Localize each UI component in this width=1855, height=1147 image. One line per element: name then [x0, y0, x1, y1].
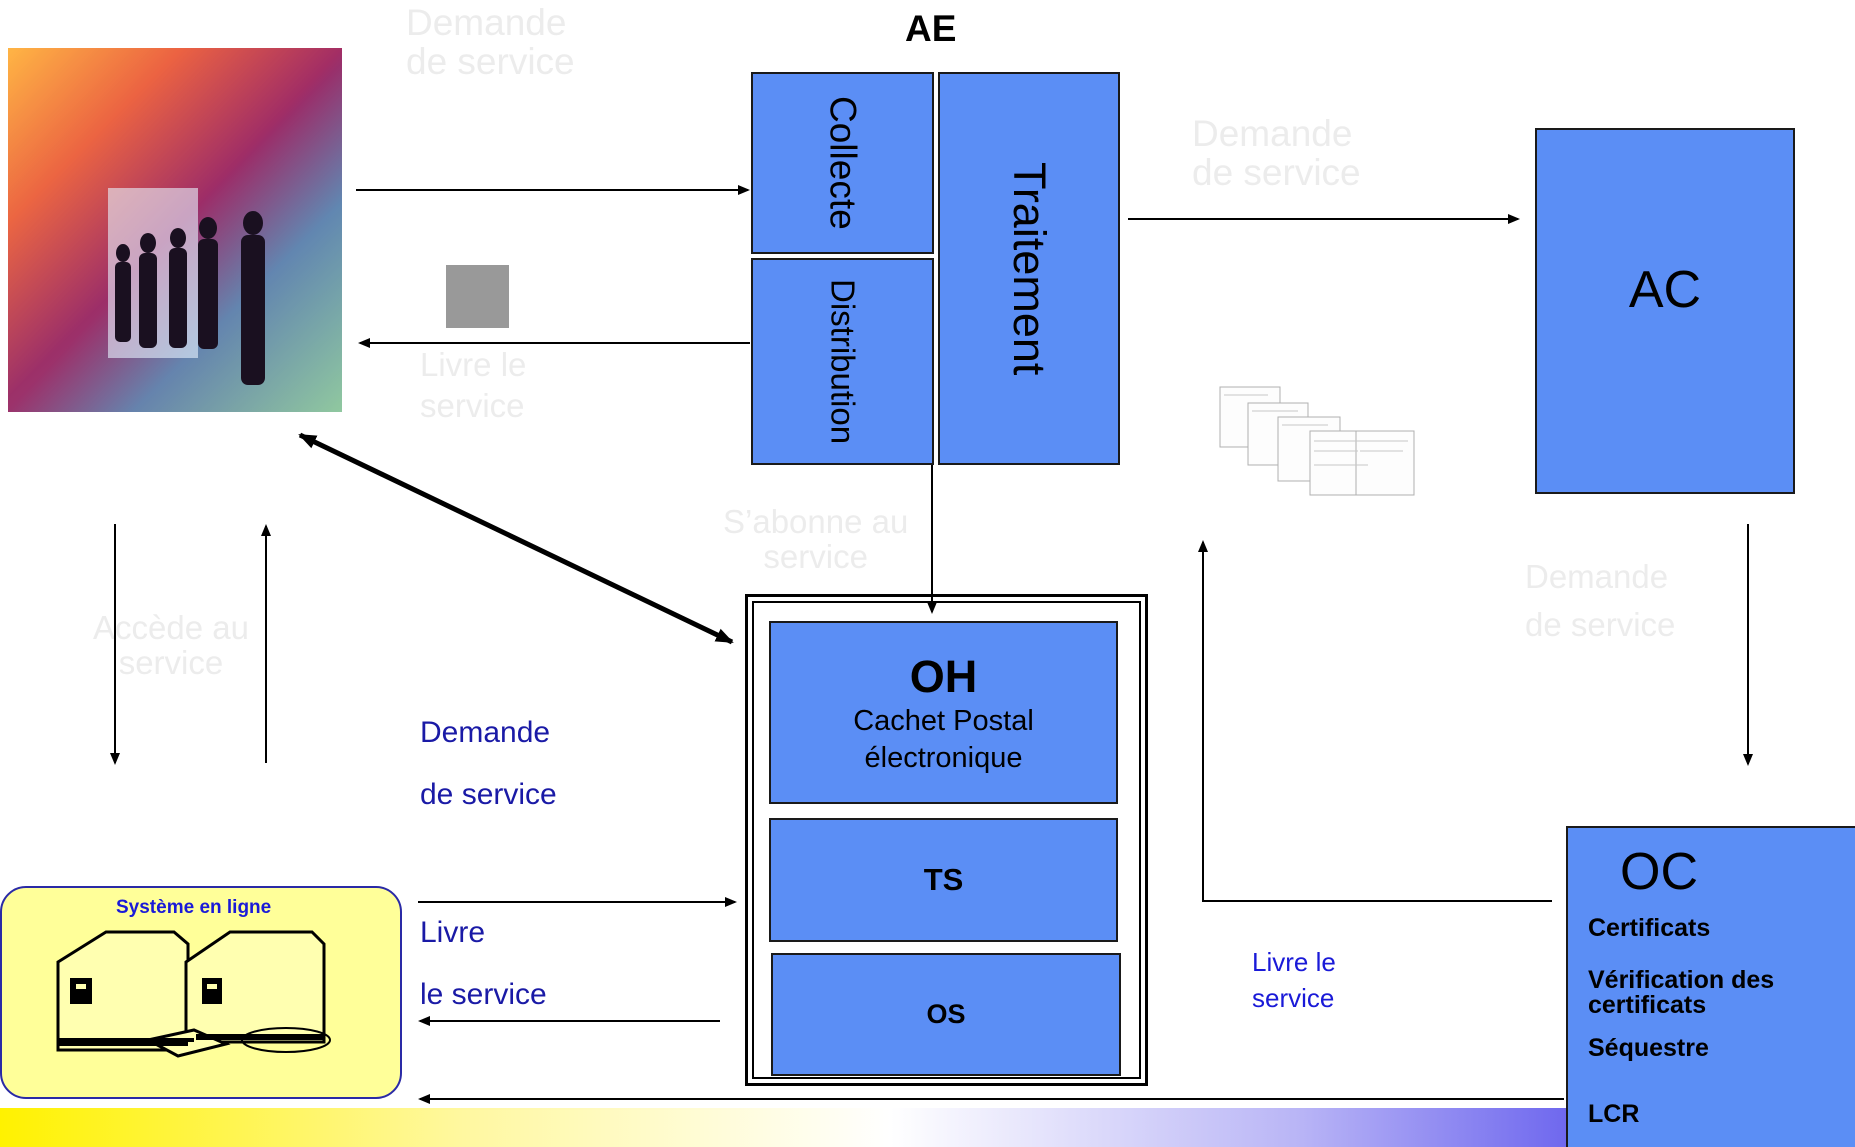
oc-item-lcr: LCR	[1588, 1100, 1640, 1128]
oh-subtitle-1: Cachet Postal	[853, 705, 1034, 737]
ghost-label-top-request: Demande de service	[406, 2, 575, 82]
traitement-label: Traitement	[1004, 161, 1055, 376]
ts-box: TS	[769, 818, 1118, 942]
ghost-label-subscribe: S’abonne au service	[723, 503, 909, 575]
ts-label: TS	[923, 862, 964, 897]
deliver-label-line: Livre	[420, 916, 486, 949]
ghost-text: service	[763, 537, 868, 575]
distribution-box: Distribution	[751, 258, 934, 465]
os-label: OS	[926, 999, 966, 1029]
right-deliver-label: Livre le service	[1252, 944, 1336, 1016]
ghost-text: Demande	[406, 2, 567, 43]
ghost-label-mid-request: Demande de service	[1192, 113, 1361, 193]
oc-item-sequestre: Séquestre	[1588, 1034, 1709, 1062]
ac-box: AC	[1535, 128, 1795, 494]
right-deliver-line: Livre le	[1252, 947, 1336, 977]
ghost-text: Accède au	[93, 609, 249, 646]
ghost-text: de service	[1525, 605, 1676, 643]
request-label-line: de service	[420, 778, 557, 811]
arrow-bidirectional-image-oh	[298, 432, 734, 645]
deliver-label-line: le service	[420, 978, 547, 1011]
gray-square	[446, 265, 509, 328]
business-people-image	[8, 48, 342, 412]
deliver-label: Livre le service	[420, 902, 547, 1026]
ghost-text: de service	[406, 40, 575, 82]
os-box: OS	[771, 953, 1121, 1076]
oh-subtitle-2: électronique	[864, 742, 1023, 774]
footer-gradient-band	[0, 1108, 1855, 1147]
oh-box: OH Cachet Postal électronique	[769, 621, 1118, 804]
online-system-label: Système en ligne	[116, 897, 272, 918]
oc-box: OC Certificats Vérification des certific…	[1566, 826, 1855, 1147]
oh-title: OH	[909, 651, 978, 702]
servers-icon	[56, 930, 331, 1058]
request-label-line: Demande	[420, 716, 551, 749]
ghost-text: S’abonne au	[723, 503, 909, 540]
ghost-label-right-request: Demande de service	[1525, 553, 1675, 649]
ghost-text: Livre le	[420, 346, 527, 383]
ghost-label-delivers: Livre le service	[420, 344, 526, 427]
ghost-text: de service	[1192, 151, 1361, 193]
request-label: Demande de service	[420, 702, 557, 826]
oc-item-verification: Vérification des certificats	[1588, 966, 1775, 1019]
ghost-text: Demande	[1192, 113, 1353, 154]
services-container	[745, 594, 1148, 1086]
online-system-box: Système en ligne	[0, 886, 402, 1099]
certificate-documents-icon	[1218, 385, 1418, 497]
ac-label: AC	[1628, 261, 1702, 319]
oc-item-certificats: Certificats	[1588, 914, 1711, 942]
ghost-text: Demande	[1525, 558, 1669, 595]
arrow-oc-to-docs	[1198, 540, 1552, 902]
ae-label: AE	[905, 8, 957, 49]
collecte-label: Collecte	[822, 96, 864, 230]
oc-title: OC	[1620, 843, 1698, 901]
ghost-text: service	[420, 387, 525, 425]
ghost-text: service	[118, 643, 224, 681]
right-deliver-line: service	[1252, 983, 1335, 1013]
collecte-box: Collecte	[751, 72, 934, 254]
ghost-label-access: Accède au service	[93, 609, 249, 681]
distribution-label: Distribution	[824, 278, 862, 445]
traitement-box: Traitement	[938, 72, 1120, 465]
